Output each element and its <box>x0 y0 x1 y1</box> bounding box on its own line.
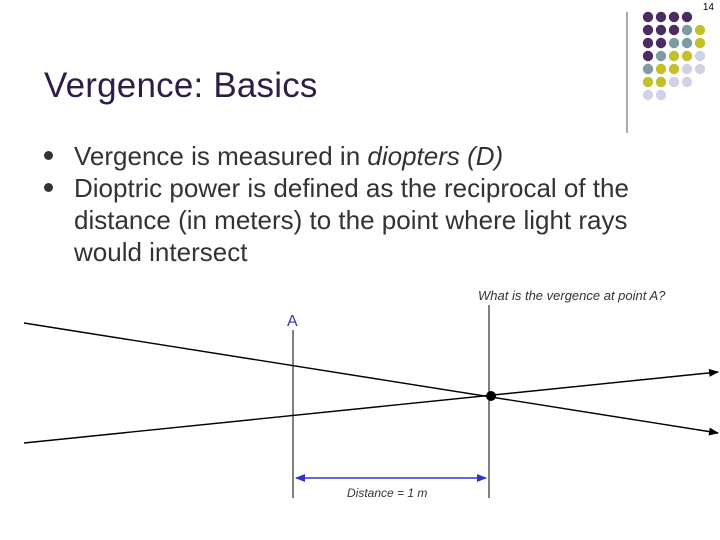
decor-dot <box>655 11 667 23</box>
decor-dot <box>655 24 667 36</box>
intersection-point <box>486 391 496 401</box>
decor-dot <box>642 76 654 88</box>
decor-dot <box>668 37 680 49</box>
decor-dot <box>668 11 680 23</box>
bullet-text: Vergence is measured in <box>74 141 368 171</box>
bullet-dot-icon <box>44 151 53 160</box>
decor-dot <box>668 50 680 62</box>
distance-label: Distance = 1 m <box>347 486 427 500</box>
bullet-text: Dioptric power is defined as the recipro… <box>74 173 629 267</box>
decor-dot <box>681 76 693 88</box>
decor-dot <box>668 63 680 75</box>
decor-dot <box>655 89 667 101</box>
decor-dot <box>694 37 706 49</box>
decor-dot <box>668 76 680 88</box>
decor-dot <box>642 24 654 36</box>
decor-dot <box>681 63 693 75</box>
decor-dot <box>655 76 667 88</box>
decor-dot <box>642 63 654 75</box>
decor-dot <box>642 11 654 23</box>
bullet-dot-icon <box>44 183 53 192</box>
decor-dot <box>668 24 680 36</box>
decor-dot <box>655 37 667 49</box>
decorative-dot-grid <box>626 11 706 133</box>
light-ray-lower <box>23 368 719 444</box>
slide-number: 14 <box>702 2 714 13</box>
bullet-list: Vergence is measured in diopters (D) Dio… <box>44 140 694 268</box>
bullet-item: Dioptric power is defined as the recipro… <box>44 172 694 268</box>
slide-title: Vergence: Basics <box>44 66 318 105</box>
decor-dot <box>642 89 654 101</box>
point-a-label: A <box>287 313 298 330</box>
decor-dot <box>694 50 706 62</box>
decor-dot <box>681 11 693 23</box>
bullet-italic-term: diopters (D) <box>367 141 504 171</box>
decor-dot <box>694 24 706 36</box>
decor-dot <box>655 50 667 62</box>
decor-dot <box>642 50 654 62</box>
light-ray-upper <box>23 322 719 436</box>
decor-dot <box>681 24 693 36</box>
decor-dot <box>642 37 654 49</box>
question-text: What is the vergence at point A? <box>478 288 666 303</box>
decor-dot <box>694 63 706 75</box>
decor-dot <box>681 50 693 62</box>
bullet-item: Vergence is measured in diopters (D) <box>44 140 694 172</box>
decor-dot <box>681 37 693 49</box>
decor-dot <box>655 63 667 75</box>
